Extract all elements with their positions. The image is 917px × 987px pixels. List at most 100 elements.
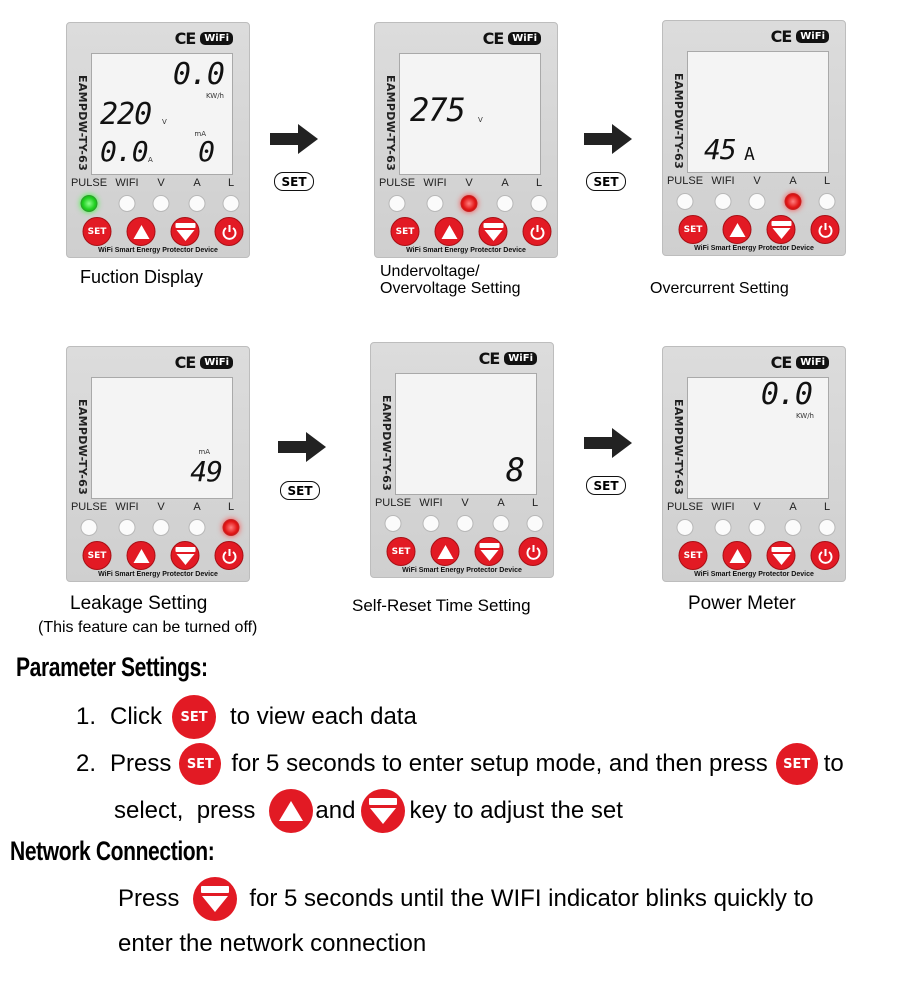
led-a: [496, 195, 514, 212]
indicator-label-l: L: [227, 501, 235, 513]
led-l: [530, 195, 548, 212]
led-a: [784, 193, 802, 210]
device-buttons: SET: [673, 215, 840, 245]
connecting-button-icon: [193, 877, 238, 921]
device-footer: WiFi Smart Energy Protector Device: [694, 571, 814, 578]
instruction-item-2-cont: select, press and key to adjust the set: [114, 788, 623, 834]
network-instruction-cont: enter the network connection: [118, 930, 427, 957]
lcd-voltage-value: 275: [410, 91, 466, 129]
lcd-leakage-value: 0: [198, 135, 215, 168]
set-button-icon: SET: [172, 695, 217, 739]
network-instruction: Press for 5 seconds until the WIFI indic…: [118, 876, 814, 922]
led-a: [188, 195, 206, 212]
device-footer: WiFi Smart Energy Protector Device: [406, 247, 526, 254]
led-v: [456, 515, 474, 532]
connecting-down-button[interactable]: [474, 537, 504, 566]
power-button[interactable]: [518, 537, 548, 566]
indicator-label-a: A: [789, 175, 797, 187]
item-number: 1.: [76, 703, 97, 730]
triangle-up-icon: [133, 224, 149, 239]
indicator-label-wifi: WIFI: [711, 501, 735, 513]
device-overcurrent-setting: CE WiFi EAMPDW-TY-63 45 A PULSE WIFI V A…: [662, 20, 846, 256]
certification-marks: CE WiFi: [175, 353, 233, 372]
up-button[interactable]: [430, 537, 460, 566]
connecting-down-button[interactable]: [766, 215, 796, 244]
led-pulse: [384, 515, 402, 532]
power-button[interactable]: [214, 217, 244, 246]
set-button[interactable]: SET: [678, 215, 708, 244]
up-button[interactable]: [434, 217, 464, 246]
led-wifi: [422, 515, 440, 532]
model-number: EAMPDW-TY-63: [672, 72, 685, 170]
set-button-icon: SET: [179, 743, 222, 785]
parameter-settings-heading: Parameter Settings:: [16, 652, 208, 682]
set-button[interactable]: SET: [82, 217, 112, 246]
device-footer: WiFi Smart Energy Protector Device: [402, 567, 522, 574]
up-button[interactable]: [126, 217, 156, 246]
set-button[interactable]: SET: [678, 541, 708, 570]
lcd-current-value: 0.0: [100, 135, 149, 168]
lcd-voltage-unit: V: [478, 116, 483, 124]
indicator-labels: PULSE WIFI V A L: [379, 177, 553, 191]
indicator-label-l: L: [823, 501, 831, 513]
indicator-label-a: A: [193, 501, 201, 513]
up-button[interactable]: [722, 541, 752, 570]
caption-overcurrent-setting: Overcurrent Setting: [650, 280, 789, 297]
indicator-label-a: A: [501, 177, 509, 189]
indicator-label-wifi: WIFI: [115, 177, 139, 189]
power-button[interactable]: [522, 217, 552, 246]
ce-mark: CE: [770, 27, 793, 46]
wifi-logo-icon: WiFi: [796, 356, 829, 369]
caption-leakage-note: (This feature can be turned off): [38, 619, 258, 636]
power-button[interactable]: [810, 541, 840, 570]
triangle-up-icon: [729, 548, 745, 563]
lcd-leakage-value: 49: [190, 455, 223, 488]
caption-leakage-setting: Leakage Setting: [70, 593, 208, 614]
certification-marks: CE WiFi: [771, 353, 829, 372]
led-v: [748, 519, 766, 536]
device-buttons: SET: [77, 541, 244, 571]
connecting-down-icon: [771, 220, 791, 239]
indicator-labels: PULSE WIFI V A L: [71, 177, 245, 191]
lcd-leakage-unit: mA: [194, 130, 206, 138]
indicator-leds: [71, 195, 245, 213]
indicator-labels: PULSE WIFI V A L: [71, 501, 245, 515]
lcd-energy-unit: KW/h: [795, 412, 814, 420]
lcd-voltage-unit: V: [162, 118, 167, 126]
item-number: 2.: [76, 750, 97, 777]
indicator-leds: [375, 515, 549, 533]
connecting-down-icon: [369, 798, 398, 824]
connecting-down-button[interactable]: [170, 541, 200, 570]
up-button[interactable]: [126, 541, 156, 570]
connecting-down-icon: [479, 542, 499, 561]
wifi-logo-icon: WiFi: [200, 356, 233, 369]
connecting-down-button[interactable]: [766, 541, 796, 570]
model-number: EAMPDW-TY-63: [76, 398, 89, 496]
wifi-logo-icon: WiFi: [504, 352, 537, 365]
power-button[interactable]: [810, 215, 840, 244]
indicator-label-v: V: [753, 175, 761, 187]
indicator-label-wifi: WIFI: [711, 175, 735, 187]
set-button[interactable]: SET: [82, 541, 112, 570]
led-a: [492, 515, 510, 532]
led-pulse: [388, 195, 406, 212]
led-v: [460, 195, 478, 212]
caption-voltage-setting-line2: Overvoltage Setting: [380, 280, 521, 297]
up-button[interactable]: [722, 215, 752, 244]
lcd-screen: 45 A: [687, 51, 829, 173]
caption-function-display: Fuction Display: [80, 267, 204, 287]
set-button[interactable]: SET: [390, 217, 420, 246]
arrow-right-icon: [270, 124, 318, 154]
connecting-down-button[interactable]: [170, 217, 200, 246]
caption-self-reset-time-setting: Self-Reset Time Setting: [352, 596, 531, 615]
led-l: [526, 515, 544, 532]
set-label: SET: [586, 476, 626, 495]
power-button[interactable]: [214, 541, 244, 570]
lcd-screen: 0.0 KW/h: [687, 377, 829, 499]
indicator-labels: PULSE WIFI V A L: [667, 501, 841, 515]
set-button[interactable]: SET: [386, 537, 416, 566]
indicator-label-v: V: [465, 177, 473, 189]
connecting-down-button[interactable]: [478, 217, 508, 246]
model-number: EAMPDW-TY-63: [380, 394, 393, 492]
led-wifi: [714, 519, 732, 536]
